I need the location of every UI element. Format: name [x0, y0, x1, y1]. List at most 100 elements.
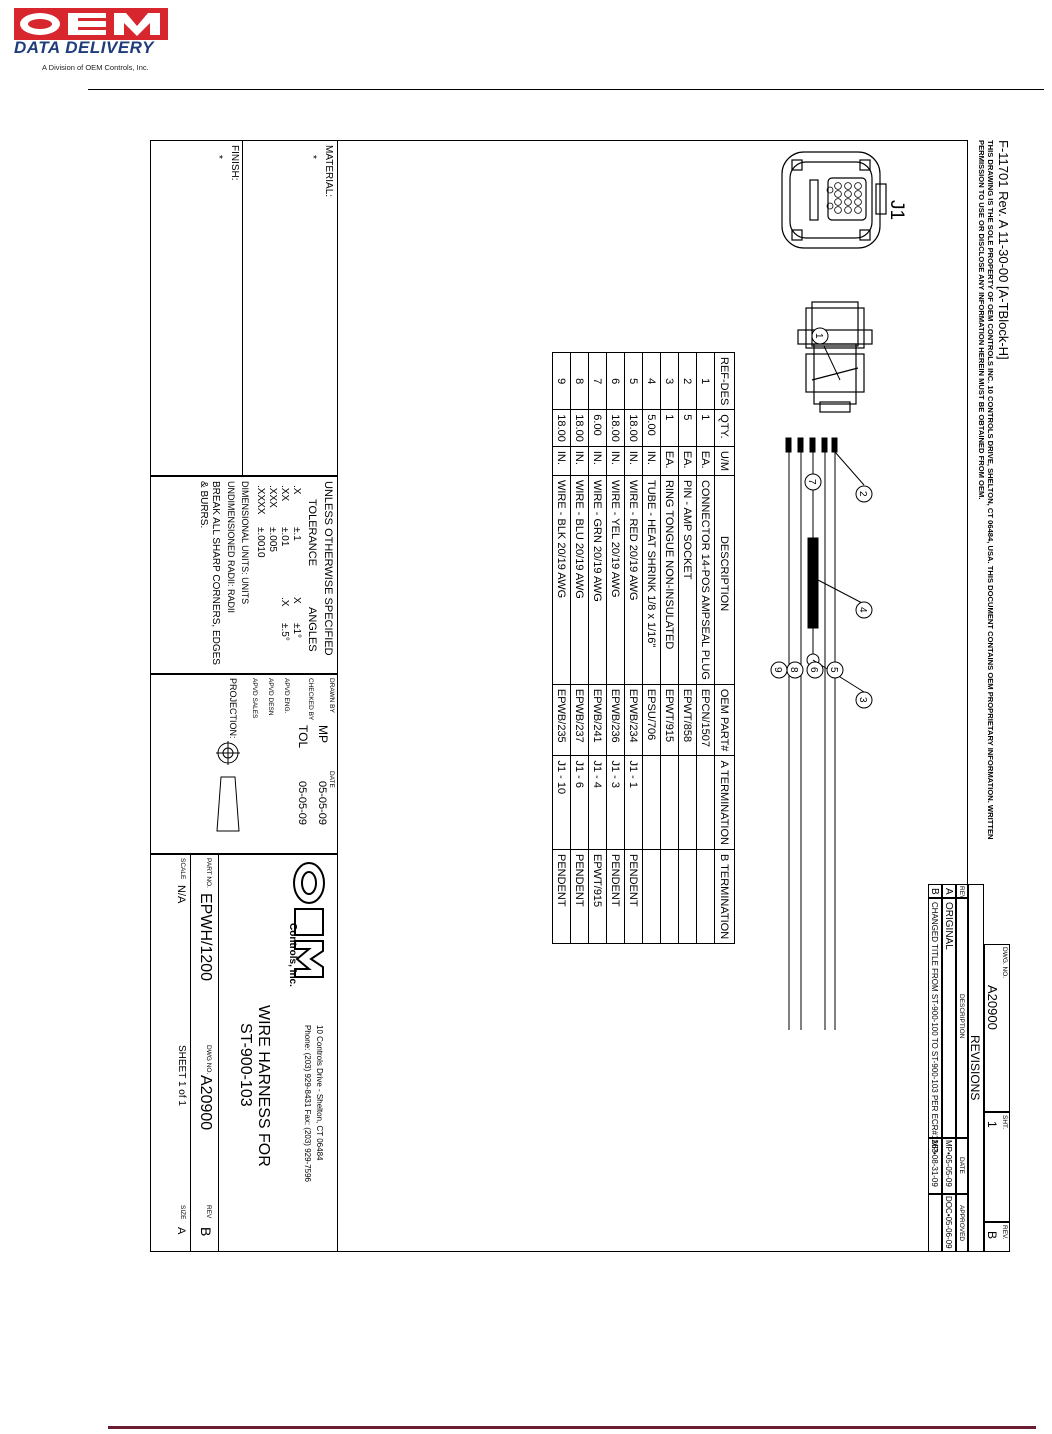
balloon-9-icon — [770, 661, 788, 679]
bom-cell-part: EPCN/1507 — [696, 684, 715, 756]
wire-5 — [831, 437, 838, 1030]
bom-cell-um: IN. — [588, 446, 607, 476]
rev-sht-label: SHT. — [1001, 1115, 1008, 1130]
bom-cell-b-term — [696, 849, 715, 944]
balloon-1-icon — [811, 327, 841, 381]
part-no-label: PART NO. — [205, 858, 212, 888]
balloon-3-label: 3 — [857, 697, 868, 703]
bom-cell-um: EA. — [696, 446, 715, 476]
balloon-9-label: 9 — [772, 667, 783, 673]
tol-value: ±.0010 — [255, 527, 266, 558]
oem-controls-logo-icon — [293, 862, 325, 978]
logo-subtitle: A Division of OEM Controls, Inc. — [42, 63, 149, 72]
tol-value: ±.01 — [279, 527, 290, 547]
rev-sht-cell: SHT. 1 — [984, 1112, 1010, 1222]
angle-value: ±.5° — [279, 623, 290, 641]
bom-cell-a-term: J1 - 10 — [552, 755, 571, 850]
wire-9 — [785, 437, 792, 1030]
bom-cell-refdes: 7 — [588, 352, 607, 410]
bom-cell-um: EA. — [678, 446, 697, 476]
radii: UNDIMENSIONED RADII: RADII — [226, 481, 236, 614]
balloon-4-label: 4 — [857, 607, 868, 613]
bom-cell-part: EPWB/235 — [552, 684, 571, 756]
harness-drawing: 1 2 3 4 5 6 7 8 — [770, 151, 887, 1030]
tol-key: .XX — [279, 485, 290, 502]
connector-side-view-icon — [797, 301, 873, 413]
balloon-7-icon — [804, 473, 822, 491]
third-angle-projection-icon — [216, 741, 240, 832]
bom-header-row: REF-DES QTY. U/M DESCRIPTION OEM PART# A… — [714, 352, 735, 944]
angle-key: .X — [279, 597, 290, 607]
bom-cell-b-term: PENDENT — [570, 849, 589, 944]
balloon-6-label: 6 — [808, 667, 819, 673]
sheet-number: SHEET 1 of 1 — [176, 1045, 187, 1106]
bom-cell-um: IN. — [606, 446, 625, 476]
rev-title-cell: REVISIONS — [968, 884, 984, 1252]
bom-cell-um: IN. — [570, 446, 589, 476]
bom-cell-a-term: J1 - 4 — [588, 755, 607, 850]
balloon-1-label: 1 — [813, 333, 824, 339]
size-label: SIZE — [179, 1205, 186, 1220]
oem-logo-icon — [14, 8, 168, 40]
bom-cell-a-term — [642, 755, 661, 850]
bom-cell-qty: 1 — [696, 409, 715, 447]
drawn-date: 05-05-09 — [316, 781, 328, 826]
bom-cell-a-term: J1 - 1 — [624, 755, 643, 850]
callout-numbers: 2 3 4 5 6 7 8 9 — [772, 479, 868, 703]
bom-cell-refdes: 3 — [660, 352, 679, 410]
balloon-5-icon — [826, 661, 844, 679]
balloon-4-icon — [855, 601, 873, 619]
rev-rev-cell: REV. B — [984, 1222, 1010, 1252]
bom-cell-um: IN. — [624, 446, 643, 476]
bill-of-materials-table: REF-DES QTY. U/M DESCRIPTION OEM PART# A… — [552, 352, 735, 944]
proprietary-notice: THIS DRAWING IS THE SOLE PROPERTY OF OEM… — [977, 140, 995, 840]
dim-units: DIMENSIONAL UNITS: UNITS — [240, 481, 250, 605]
material-label: MATERIAL: — [323, 145, 334, 198]
material-value: * — [307, 155, 318, 159]
header-rule — [88, 89, 1044, 90]
tol-value: ±.005 — [267, 527, 278, 552]
oem-data-delivery-logo: DATA DELIVERY A Division of OEM Controls… — [0, 0, 180, 82]
rev-sht: 1 — [985, 1121, 999, 1128]
drawing-sheet: F-11701 Rev. A 11-30-00 [A-TBlock-H] THI… — [150, 140, 1010, 1252]
tol-key: .X — [291, 485, 302, 495]
divider — [190, 855, 191, 1252]
bom-cell-description: WIRE - BLK 20/19 AWG — [552, 475, 571, 685]
bom-cell-description: WIRE - BLU 20/19 AWG — [570, 475, 589, 685]
bom-cell-part: EPWT/915 — [660, 684, 679, 756]
drawn-by-label: DRAWN BY — [328, 678, 335, 713]
rev-dwg-label: DWG. NO. — [1001, 947, 1008, 979]
bom-cell-a-term — [678, 755, 697, 850]
material-cell: MATERIAL: * FINISH: * — [150, 140, 338, 477]
bom-cell-description: TUBE - HEAT SHRINK 1/8 x 1/16" — [642, 475, 661, 685]
angle-key: X — [291, 597, 302, 604]
balloon-5-label: 5 — [828, 667, 839, 673]
appvd-desn: APVD DESN — [267, 678, 274, 716]
bom-cell-part: EPWB/237 — [570, 684, 589, 756]
tolerance-cell: UNLESS OTHERWISE SPECIFIED TOLERANCE ANG… — [150, 476, 338, 674]
balloon-7-label: 7 — [806, 479, 817, 485]
title-block: MATERIAL: * FINISH: * UNLESS OTHERWISE S… — [150, 140, 338, 1252]
company-address: 10 Controls Drive - Shelton, CT 06484 — [315, 1025, 324, 1161]
dwg-no: A20900 — [197, 1075, 214, 1131]
bom-cell-a-term: J1 - 3 — [606, 755, 625, 850]
bom-cell-description: WIRE - RED 20/19 AWG — [624, 475, 643, 685]
checked-label: CHECKED BY — [307, 678, 314, 721]
scale-value: N/A — [175, 885, 187, 904]
bom-cell-qty: 18.00 — [624, 409, 643, 447]
bom-col-a-term: A TERMINATION — [714, 755, 735, 850]
bom-col-description: DESCRIPTION — [714, 475, 735, 685]
bom-cell-b-term: PENDENT — [606, 849, 625, 944]
bom-col-qty: QTY. — [714, 409, 735, 447]
bom-cell-b-term: PENDENT — [624, 849, 643, 944]
bom-cell-refdes: 5 — [624, 352, 643, 410]
bom-cell-b-term — [642, 849, 661, 944]
tolerance-label: TOLERANCE — [306, 499, 318, 567]
balloon-3-icon — [855, 691, 873, 709]
bom-cell-um: EA. — [660, 446, 679, 476]
bom-col-part: OEM PART# — [714, 684, 735, 756]
drawing-title-line2: ST-900-103 — [237, 1023, 254, 1107]
